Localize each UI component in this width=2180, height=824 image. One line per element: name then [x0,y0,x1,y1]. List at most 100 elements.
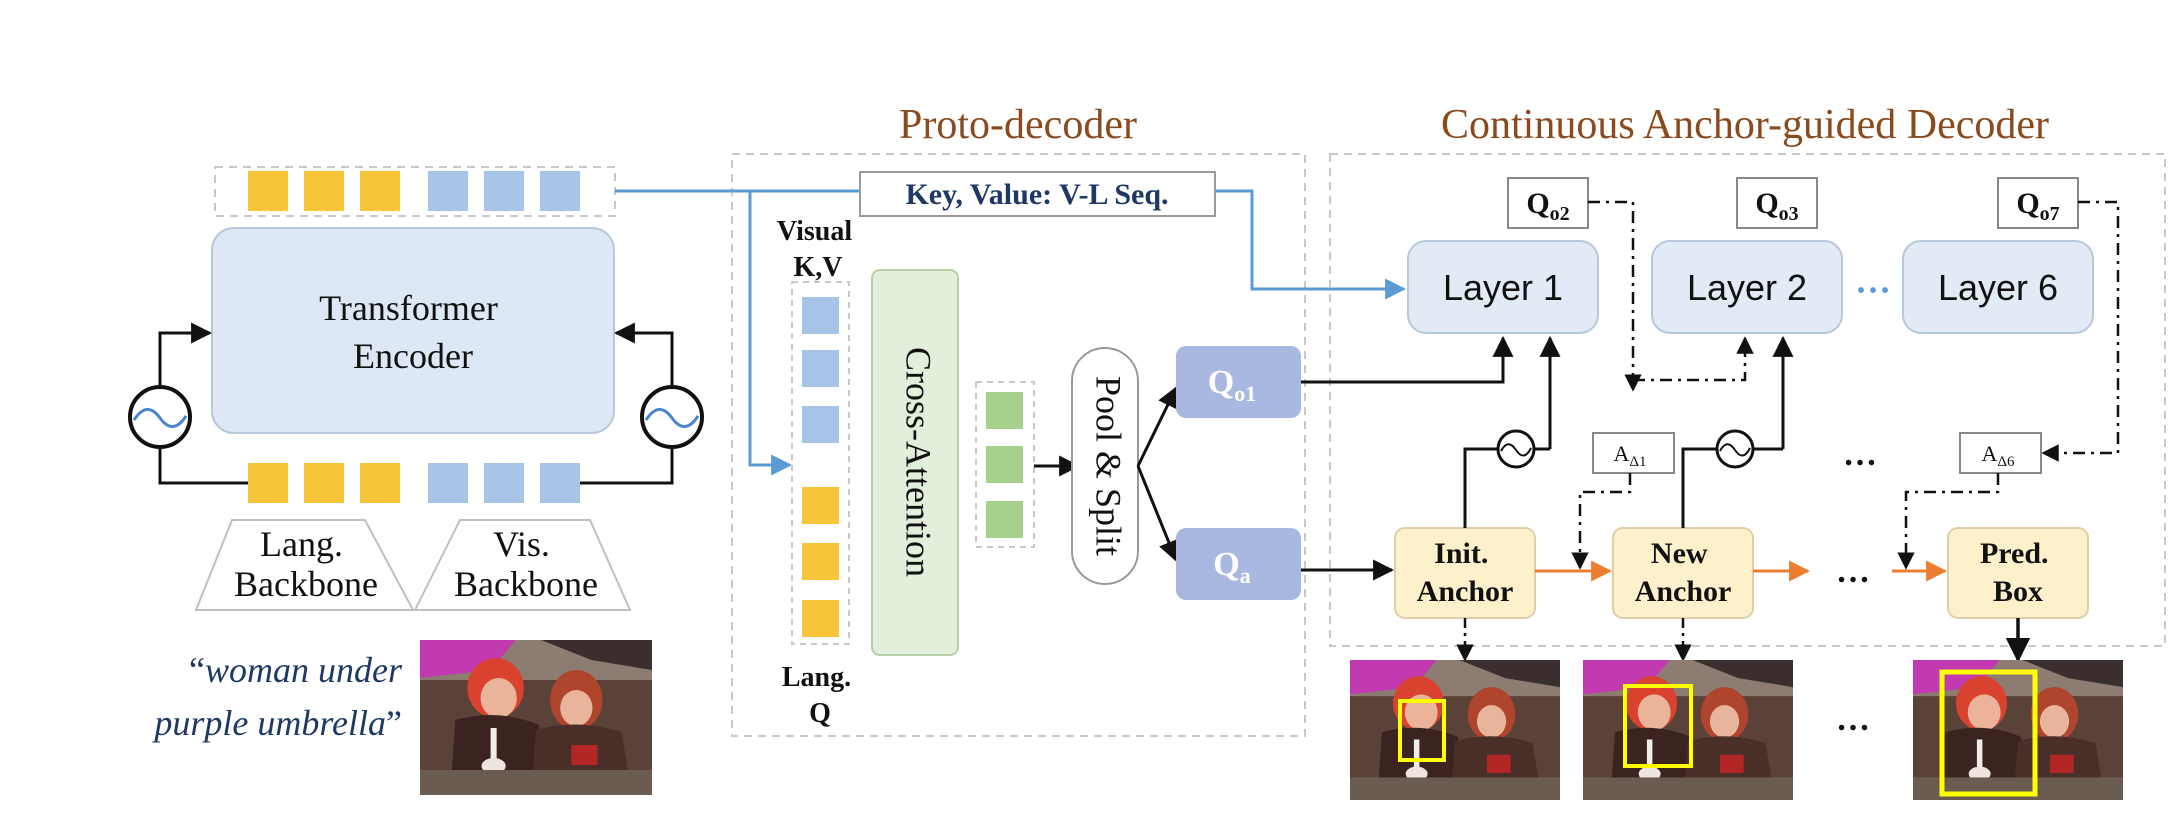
sine-wave-icon [644,408,700,428]
sine-wave-icon [132,408,188,428]
query-line1: woman under [205,650,403,690]
split-arrow-qo1 [1136,386,1178,467]
new-anchor-line2: Anchor [1635,575,1732,608]
anchor-pe-line [1463,447,1498,528]
proto-decoder-title: Proto-decoder [899,102,1137,148]
layer-6-box [1902,240,2094,334]
lang-token [248,171,288,211]
visual-kv-line1: Visual [777,216,852,247]
sine-wave-icon [1719,443,1751,457]
init-anchor-line2: Anchor [1417,575,1514,608]
vis-token [540,463,580,503]
result-image-new [1583,660,1793,800]
pred-box-label: Pred. Box [1980,537,2056,608]
lang-q-line1: Lang. [782,662,851,693]
qo3-sub: o3 [1779,203,1799,225]
vis-token [428,171,468,211]
transformer-encoder-box [211,227,615,434]
vis-token [428,463,468,503]
qo1-sub: o1 [1234,381,1256,406]
a-delta1-sub: Δ1 [1629,454,1646,470]
cross-attention-box [871,269,959,656]
query-text: “woman under [189,650,403,690]
ellipsis-mid: … [1843,436,1877,473]
input-image [420,640,652,795]
qa-box [1176,528,1301,600]
a-delta6-sub: Δ6 [1997,454,2015,470]
qo3-label: Qo3 [1755,187,1798,225]
lang-token [248,463,288,503]
qo7-dashed-line [2041,200,2120,462]
encoder-section: Transformer Encoder Lang. Backbone Vis. … [128,166,704,795]
qo7-label: Qo7 [2016,187,2059,225]
fused-token [986,501,1023,538]
qo2-label: Qo2 [1526,187,1569,225]
lang-token [802,487,839,524]
left-pos-arrow-up [158,322,213,387]
bbox-pred [1939,669,2038,797]
layer-dots: ··· [1855,270,1891,310]
lang-token [802,543,839,580]
vl-seq-arrow-to-proto [615,189,793,476]
lang-token [304,171,344,211]
a-delta6-label: AΔ6 [1981,441,2015,470]
layer-2-label: Layer 2 [1687,267,1807,308]
vis-token [484,463,524,503]
cross-attention-label: Cross-Attention [899,347,939,577]
a-delta1-to-anchor-line [1571,473,1632,570]
layer-1-label: Layer 1 [1443,267,1563,308]
proto-decoder-section: Proto-decoder Key, Value: V-L Seq. Visua… [615,102,1407,737]
encoder-label-line1: Transformer [319,288,498,328]
new-anchor-line1: New [1651,537,1708,570]
lang-backbone-label: Lang. Backbone [234,524,378,604]
kv-token-column [791,281,850,645]
vis-backbone-shape [413,519,632,611]
lang-backbone-shape [194,519,415,611]
lang-token [360,463,400,503]
qo3-main: Q [1755,187,1778,220]
qa-label: Qa [1213,546,1250,588]
qo7-sub: o7 [2040,203,2060,225]
vis-token [802,297,839,334]
anchor-pe-line [1681,447,1717,528]
bbox-init [1398,699,1446,762]
open-quote: “ [189,650,205,690]
vis-backbone-line2: Backbone [454,564,598,604]
pred-box-line1: Pred. [1980,537,2049,570]
bbox-new [1623,684,1693,768]
transformer-encoder-label: Transformer Encoder [319,288,507,376]
vis-backbone-line1: Vis. [493,524,550,564]
qo2-box [1507,177,1589,229]
lang-token [802,600,839,637]
lang-q-label: Lang. Q [782,662,858,729]
new-anchor-label: New Anchor [1635,537,1732,608]
vis-token [802,350,839,387]
qo1-to-layer1-arrow [1301,335,1514,384]
qo2-to-layer2-line [1633,336,1754,382]
anchor-decoder-section: Continuous Anchor-guided Decoder Qo2 Qo3… [1301,102,2166,800]
encoder-label-line2: Encoder [353,336,473,376]
qo1-box [1176,346,1301,418]
right-pos-arrow-up [613,322,674,387]
anchor-ellipsis: … [1836,553,1870,590]
fused-token [986,446,1023,483]
right-pos-arrow [580,447,674,485]
fused-token [986,392,1023,429]
qa-main: Q [1213,546,1239,583]
a-delta1-main: A [1613,441,1629,466]
a-delta6-to-pred-line [1897,473,2000,570]
kv-label: Key, Value: V-L Seq. [905,178,1168,211]
query-line2: purple umbrella [151,703,386,743]
qo2-main: Q [1526,187,1549,220]
proto-decoder-frame [731,153,1306,737]
a-delta1-box [1592,432,1675,474]
init-anchor-label: Init. Anchor [1417,537,1514,608]
a-delta6-box [1959,432,2042,474]
pred-box-line2: Box [1993,575,2043,608]
anchor-decoder-frame [1329,153,2166,647]
query-text-line2: purple umbrella” [151,703,402,743]
kv-label-box [859,171,1216,217]
pool-split-label: Pool & Split [1089,376,1129,556]
vis-backbone-label: Vis. Backbone [454,524,598,604]
